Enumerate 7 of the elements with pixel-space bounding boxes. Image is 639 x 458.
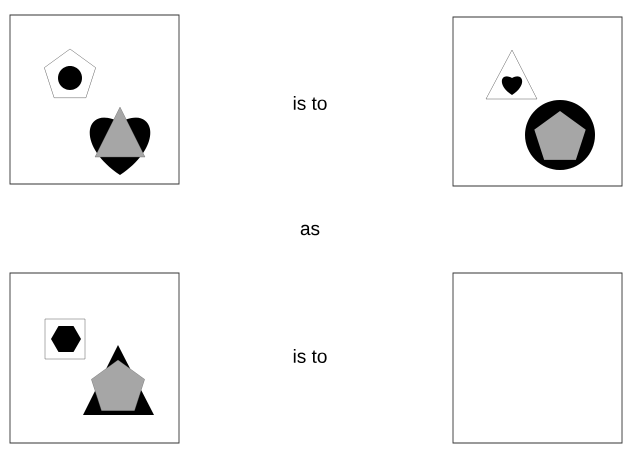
picture-box	[10, 14, 180, 184]
picture-box	[10, 272, 180, 444]
picture-box	[452, 272, 622, 444]
picture-box	[452, 16, 622, 186]
analogy-word: is to	[294, 96, 327, 110]
analogy-word: is to	[294, 349, 327, 363]
analogy-word: as	[300, 224, 320, 236]
